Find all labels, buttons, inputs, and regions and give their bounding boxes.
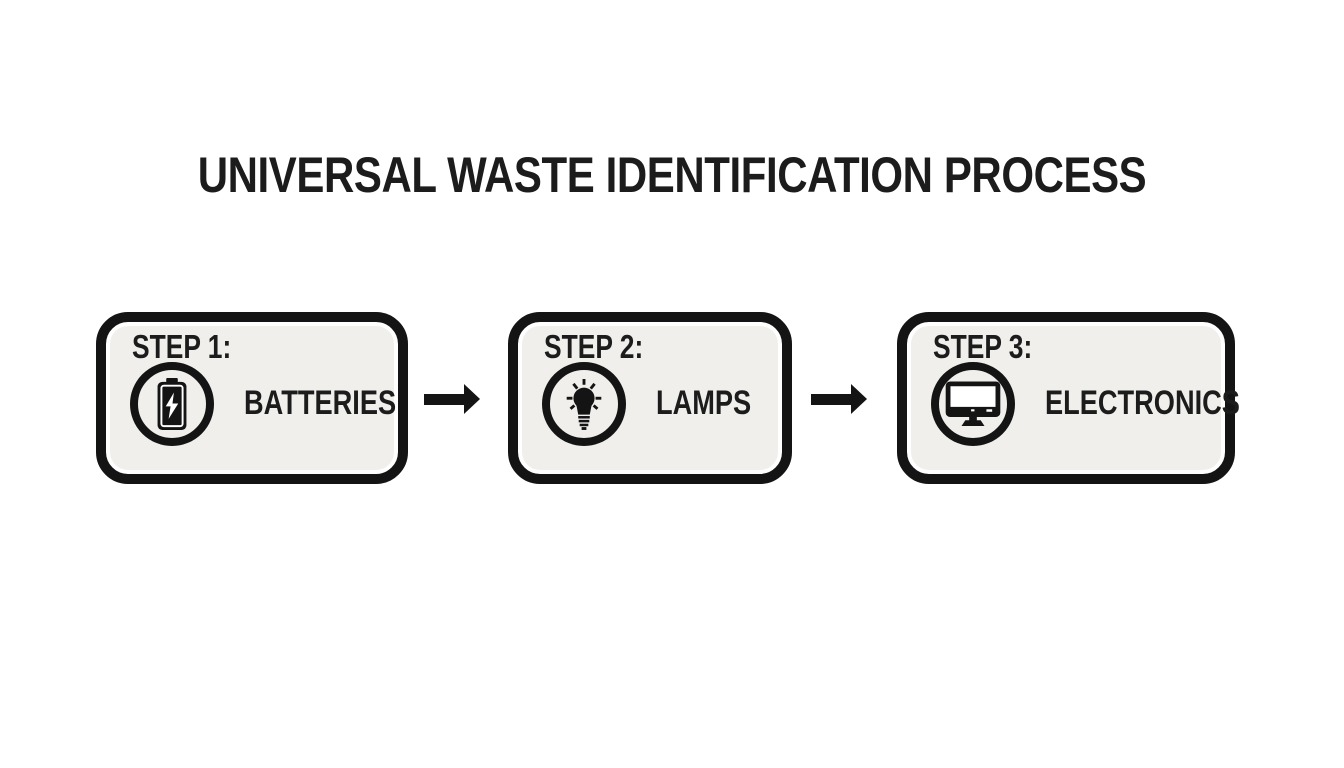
- arrow-right-icon: [811, 384, 867, 414]
- computer-monitor-icon: [945, 381, 1001, 427]
- step-box-batteries: STEP 1: BATTERIES: [96, 312, 408, 484]
- step-3-label: STEP 3:: [933, 328, 1033, 365]
- battery-charging-icon: [155, 378, 189, 430]
- arrow-right-icon: [424, 384, 480, 414]
- arrow-head: [464, 384, 480, 414]
- category-label-batteries: BATTERIES: [244, 384, 397, 422]
- battery-icon-circle: [130, 362, 214, 446]
- page-title: UNIVERSAL WASTE IDENTIFICATION PROCESS: [197, 147, 1147, 203]
- category-label-lamps: LAMPS: [656, 384, 752, 422]
- step-box-electronics: STEP 3: ELECTRONICS: [897, 312, 1240, 484]
- step-1-label: STEP 1:: [132, 328, 232, 365]
- arrow-shaft: [811, 394, 851, 405]
- arrow-shaft: [424, 394, 464, 405]
- arrow-head: [851, 384, 867, 414]
- step-2-label: STEP 2:: [544, 328, 644, 365]
- lightbulb-icon-circle: [542, 362, 626, 446]
- category-label-electronics: ELECTRONICS: [1045, 384, 1240, 422]
- monitor-icon-circle: [931, 362, 1015, 446]
- step-box-lamps: STEP 2:: [508, 312, 792, 484]
- lightbulb-icon: [559, 377, 609, 431]
